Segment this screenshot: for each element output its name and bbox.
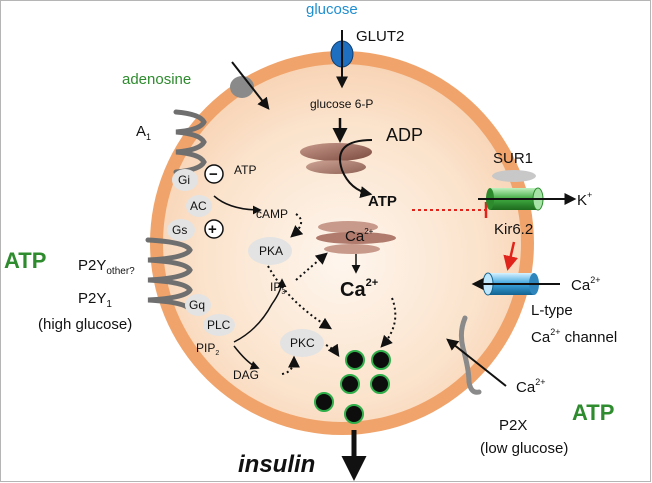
mitochondrion-icon — [300, 143, 372, 174]
insulin-granule-icon — [344, 404, 364, 424]
plc-label: PLC — [207, 318, 231, 332]
p2y1-label: P2Y1 — [78, 290, 112, 310]
pkc-label: PKC — [290, 336, 315, 350]
k-ion-label: K+ — [577, 190, 592, 209]
a1-label: A1 — [136, 123, 151, 142]
ltype-ca-ion-label: Ca2+ — [571, 275, 600, 294]
atp-product-label: ATP — [368, 193, 397, 210]
sur1-label: SUR1 — [493, 150, 533, 167]
inhibit-sign-icon — [204, 164, 224, 184]
insulin-granule-cluster — [314, 350, 391, 424]
inhibit-sign-label: − — [209, 166, 218, 183]
pip2-to-dag-arrow — [233, 345, 260, 370]
pkc-enzyme — [280, 329, 324, 357]
kir62-label: Kir6.2 — [494, 221, 533, 238]
katp-channel-icon — [486, 170, 544, 211]
gi-protein — [172, 169, 198, 191]
gq-label: Gq — [189, 298, 205, 312]
glucose-label: glucose — [306, 1, 358, 18]
p2x-label: P2X — [499, 417, 527, 434]
glucose-6p-label: glucose 6-P — [310, 97, 373, 111]
pip2-label: PIP2 — [196, 341, 219, 357]
ac-label: AC — [190, 199, 207, 213]
p2y-other-label: P2Yother? — [78, 257, 135, 277]
ca-to-granule-arrow — [380, 297, 397, 348]
adenosine-arrow — [231, 61, 270, 110]
high-glucose-label: (high glucose) — [38, 316, 132, 333]
camp-label: cAMP — [256, 207, 288, 221]
er-calcium-store-icon — [316, 221, 396, 254]
a1-receptor-icon — [173, 109, 207, 175]
gq-protein — [185, 294, 211, 316]
adp-label: ADP — [386, 125, 423, 145]
ip3-to-er-arrow — [295, 252, 328, 281]
ac-to-camp-arrow — [213, 195, 262, 215]
camp-to-pka-arrow — [290, 213, 304, 238]
glut2-label: GLUT2 — [356, 28, 404, 45]
atp-left-label: ATP — [4, 248, 46, 273]
gi-label: Gi — [178, 173, 190, 187]
insulin-granule-icon — [314, 392, 334, 412]
p2x-receptor-icon — [458, 315, 482, 395]
ac-enzyme — [186, 195, 212, 217]
p2x-ca-ion-label: Ca2+ — [516, 377, 545, 396]
stimulate-sign-icon — [204, 219, 224, 239]
depolarization-arrow — [503, 241, 519, 271]
ltype-label: L-type — [531, 302, 573, 319]
insulin-granule-icon — [371, 350, 391, 370]
gs-protein — [167, 219, 195, 241]
ltype-channel-label: Ca2+ channel — [531, 327, 617, 346]
gs-label: Gs — [172, 223, 187, 237]
insulin-label: insulin — [238, 451, 315, 478]
pkc-to-granule-arrow — [325, 343, 340, 357]
stimulate-sign-label: + — [208, 221, 217, 238]
atp-small-label: ATP — [234, 163, 256, 177]
ip3-label: IP3 — [270, 280, 285, 296]
ca-influx-p2x-arrow — [446, 338, 507, 387]
plc-enzyme — [203, 314, 235, 336]
insulin-granule-icon — [340, 374, 360, 394]
pip2-to-ip3-arrow — [233, 278, 287, 343]
adp-to-atp-arrow — [339, 139, 373, 198]
insulin-granule-icon — [345, 350, 365, 370]
pka-enzyme — [248, 237, 292, 265]
er-calcium-label: Ca2+ — [345, 227, 374, 245]
adenosine-label: adenosine — [122, 71, 191, 88]
atp-right-label: ATP — [572, 400, 614, 425]
low-glucose-label: (low glucose) — [480, 440, 568, 457]
p2y-receptor-icon — [145, 237, 193, 313]
cytosolic-calcium-label: Ca2+ — [340, 277, 378, 301]
dag-label: DAG — [233, 368, 259, 382]
dag-to-pkc-arrow — [281, 355, 300, 375]
insulin-granule-icon — [370, 374, 390, 394]
pka-label: PKA — [259, 244, 283, 258]
